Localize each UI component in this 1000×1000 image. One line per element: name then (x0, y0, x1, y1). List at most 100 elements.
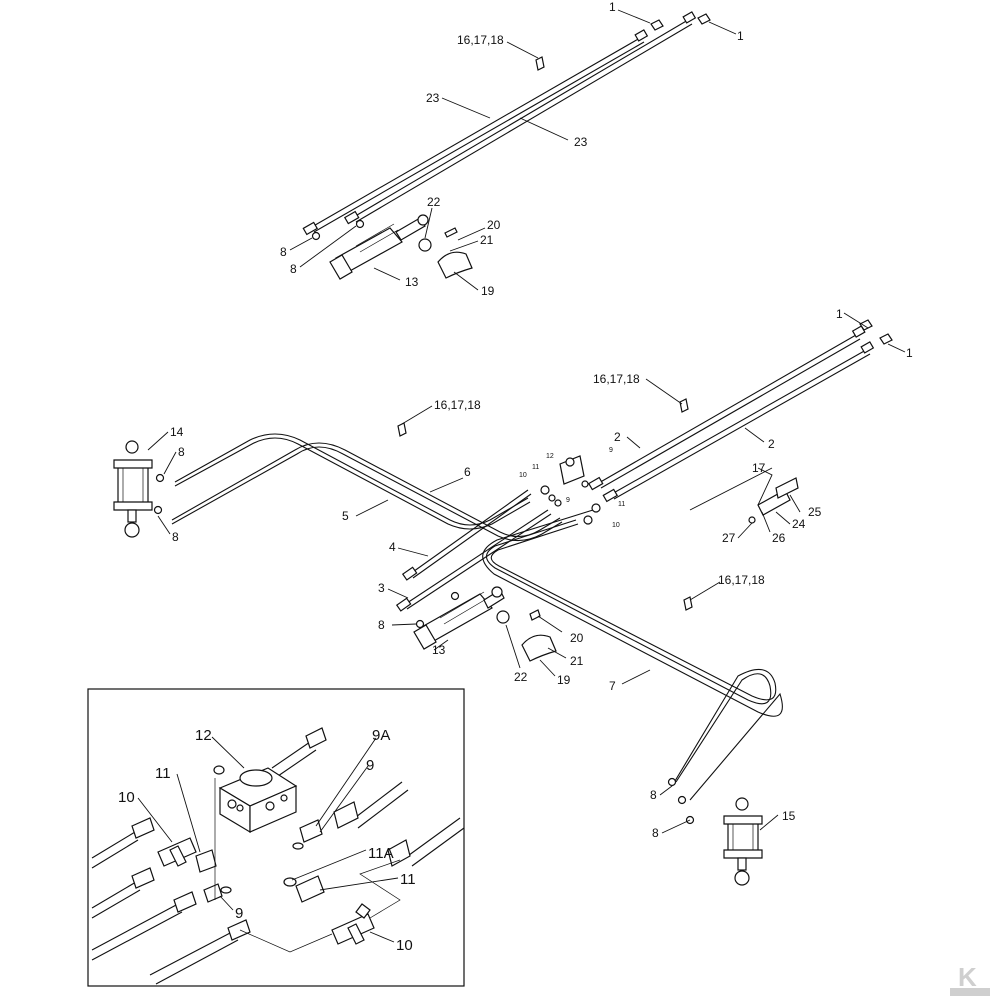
brand-logo-text: K (958, 962, 977, 992)
hose-end-fitting (401, 566, 418, 581)
callout-22: 22 (427, 195, 441, 209)
clip-16-17-18 (397, 422, 407, 437)
adapter-11 (195, 849, 217, 873)
hydraulic-cylinder-14 (113, 440, 153, 538)
fitting-8 (355, 219, 365, 229)
fitting-8 (155, 473, 165, 483)
fitting-11 (591, 503, 601, 513)
sleeve-19 (521, 634, 557, 662)
hose-end-fitting (131, 817, 155, 839)
callout-11: 11 (618, 501, 625, 508)
clip-16-17-18 (679, 398, 689, 413)
callout-20: 20 (570, 631, 584, 645)
fitting-1 (879, 333, 893, 345)
callout-16-17-18: 16,17,18 (593, 372, 640, 386)
callout-14: 14 (170, 425, 184, 439)
fitting-9 (203, 883, 223, 903)
callout-9: 9 (235, 905, 243, 922)
callout-27: 27 (722, 531, 736, 545)
callout-8: 8 (280, 245, 287, 259)
callout-24: 24 (792, 517, 806, 531)
callout-22: 22 (514, 670, 528, 684)
plug-22 (418, 238, 432, 252)
hose-23-lower (351, 11, 697, 223)
callout-23: 23 (574, 135, 588, 149)
callout-5: 5 (342, 509, 349, 523)
inset-frame (87, 688, 465, 987)
hose-23-upper (309, 29, 649, 233)
hose-3 (406, 513, 552, 610)
callout-16-17-18: 16,17,18 (457, 33, 504, 47)
hose-end-fitting (387, 839, 411, 867)
hydraulic-cylinder-13 (413, 586, 505, 650)
fitting-1 (697, 13, 711, 25)
fitting-8 (311, 231, 321, 241)
callout-8: 8 (290, 262, 297, 276)
fitting-9 (581, 480, 589, 488)
fitting-8 (153, 505, 163, 515)
callout-3: 3 (378, 581, 385, 595)
clip-16-17-18 (683, 596, 693, 611)
hose-end-fitting (173, 891, 197, 913)
callout-10: 10 (519, 472, 527, 479)
callout-6: 6 (464, 465, 471, 479)
callout-7: 7 (609, 679, 616, 693)
hose-7 (490, 523, 777, 787)
callout-4: 4 (389, 540, 396, 554)
hose-5 (174, 433, 529, 526)
adapter-11 (295, 875, 325, 903)
callout-15: 15 (782, 809, 796, 823)
hose-end-fitting (602, 488, 619, 503)
fitting-8 (415, 619, 425, 629)
callout-21: 21 (480, 233, 494, 247)
fitting-8 (667, 777, 677, 787)
hose-end-fitting (227, 919, 251, 941)
hose-2-lower (609, 341, 875, 500)
clip-16-17-18 (535, 56, 545, 71)
valve-block-12 (559, 455, 585, 485)
tee-fitting-10 (157, 837, 197, 867)
pin-20 (529, 609, 541, 621)
callout-11: 11 (155, 765, 171, 782)
o-ring-9a (292, 842, 304, 850)
callout-19: 19 (557, 673, 571, 687)
callout-1: 1 (906, 346, 913, 360)
callout-12: 12 (195, 727, 212, 744)
callout-8: 8 (650, 788, 657, 802)
plug-22 (496, 610, 510, 624)
valve-block-12 (213, 765, 298, 834)
mounting-bracket-24 (757, 477, 799, 516)
hose-2-upper (596, 325, 866, 489)
callout-16-17-18: 16,17,18 (718, 573, 765, 587)
tee-fitting-10 (331, 903, 375, 945)
callout-11: 11 (532, 464, 539, 471)
hose-7 (482, 509, 783, 801)
callout-19: 19 (481, 284, 495, 298)
callout-26: 26 (772, 531, 786, 545)
fitting-10 (583, 515, 593, 525)
callout-9: 9 (566, 497, 570, 504)
hose-end-fitting (305, 727, 327, 749)
fitting-1 (859, 319, 873, 331)
callout-11: 11 (400, 871, 416, 888)
callout-8: 8 (172, 530, 179, 544)
callout-10: 10 (118, 789, 135, 806)
fitting-8 (450, 591, 460, 601)
middle-assembly: 1 1 16,17,18 16,17,18 2 2 14 8 8 6 5 4 3… (113, 307, 913, 886)
o-ring (220, 886, 232, 894)
callout-9a: 9A (372, 727, 390, 744)
callout-8: 8 (378, 618, 385, 632)
hose-6 (171, 446, 563, 542)
hose-6 (171, 442, 561, 538)
hose-end-fitting (395, 597, 412, 612)
callout-11a: 11A (368, 845, 394, 862)
callout-9: 9 (366, 757, 374, 774)
callout-12: 12 (546, 453, 554, 460)
callout-13: 13 (432, 643, 446, 657)
hose-3 (403, 509, 549, 606)
hose-end-fitting (343, 210, 360, 225)
hydraulic-cylinder-13 (329, 214, 429, 280)
fitting-9 (554, 499, 562, 507)
callout-2: 2 (768, 437, 775, 451)
callout-10: 10 (396, 937, 413, 954)
